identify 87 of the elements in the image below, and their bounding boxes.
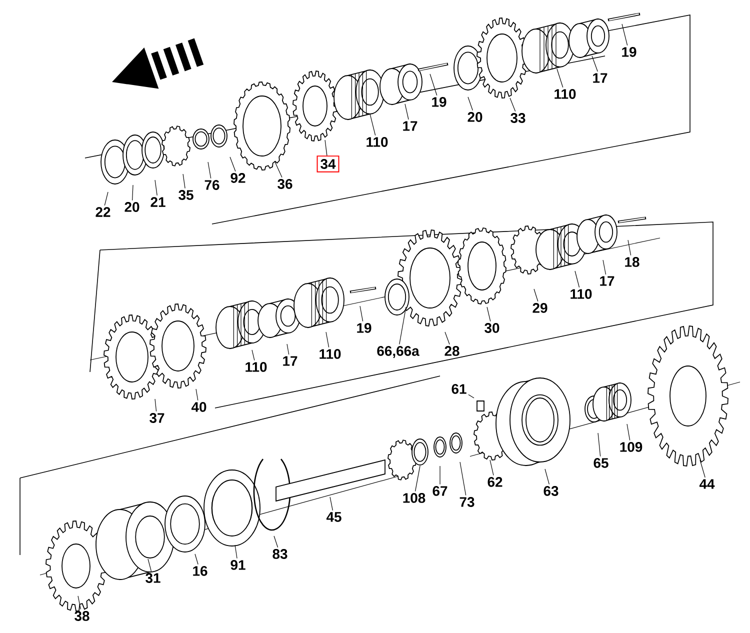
callout-number: 28 xyxy=(444,346,460,356)
callout-number: 110 xyxy=(570,289,592,299)
leader-line xyxy=(148,558,152,572)
leader-line xyxy=(154,180,158,196)
leader-line xyxy=(510,98,516,112)
callout-number: 29 xyxy=(532,303,548,313)
leader-line xyxy=(286,344,290,355)
leader-line xyxy=(230,156,236,172)
leader-line xyxy=(430,74,438,96)
callout-number: 108 xyxy=(403,493,426,503)
callout-number: 17 xyxy=(593,73,608,83)
callout-number: 62 xyxy=(488,477,502,487)
callout-number: 20 xyxy=(468,112,482,122)
leader-line xyxy=(324,140,328,156)
leader-line xyxy=(78,596,81,610)
callout-number: 61 xyxy=(452,384,466,394)
callout-number: 110 xyxy=(554,89,576,99)
callout-number: 33 xyxy=(510,113,526,123)
callout-number: 16 xyxy=(193,566,208,576)
callout-number: 110 xyxy=(320,349,341,359)
callout-number: 67 xyxy=(432,486,448,496)
leader-line xyxy=(104,192,108,206)
leader-line xyxy=(360,306,364,322)
leader-line xyxy=(574,270,580,288)
leader-line xyxy=(444,332,450,345)
leader-line xyxy=(274,162,282,178)
callout-number: 36 xyxy=(278,179,292,189)
leader-line xyxy=(602,260,606,275)
leader-line xyxy=(592,56,598,72)
leader-line xyxy=(598,432,601,457)
callout-number: 73 xyxy=(460,497,474,507)
leader-line xyxy=(252,350,255,361)
callout-number: 34 xyxy=(316,156,340,172)
callout-number: 109 xyxy=(620,442,642,452)
leader-line xyxy=(196,388,198,401)
leader-line xyxy=(399,306,406,345)
callout-number: 18 xyxy=(625,257,640,267)
callout-number: 17 xyxy=(600,276,614,286)
leader-line xyxy=(370,114,376,136)
callout-number: 19 xyxy=(432,97,446,107)
leader-line xyxy=(534,288,538,302)
callout-number: 35 xyxy=(178,190,194,200)
leader-line xyxy=(700,460,706,478)
callout-number: 30 xyxy=(484,323,500,333)
leader-line xyxy=(544,468,550,485)
callout-number: 22 xyxy=(96,207,110,217)
callout-number: 91 xyxy=(230,560,246,570)
leader-line xyxy=(556,68,564,88)
leader-line xyxy=(330,496,333,511)
callout-number: 110 xyxy=(366,137,388,147)
leader-line xyxy=(326,332,330,348)
leader-line xyxy=(628,240,632,256)
leader-line xyxy=(194,554,198,565)
leader-line xyxy=(468,394,474,398)
leader-line xyxy=(414,466,420,492)
leader-line xyxy=(490,460,494,476)
callout-number: 19 xyxy=(357,323,372,333)
callout-number: 92 xyxy=(230,173,246,183)
callout-number: 45 xyxy=(326,512,342,522)
callout-number: 21 xyxy=(150,197,166,207)
leader-line xyxy=(208,162,212,179)
callout-number: 19 xyxy=(622,47,636,57)
leader-line xyxy=(622,24,628,46)
callout-number: 40 xyxy=(191,402,206,412)
callout-number: 76 xyxy=(204,180,220,190)
leader-line xyxy=(486,306,491,322)
leader-line xyxy=(274,536,278,548)
callout-number: 110 xyxy=(246,362,267,372)
callout-number: 17 xyxy=(403,121,418,131)
callout-number: 20 xyxy=(124,202,140,212)
leader-line xyxy=(154,398,157,412)
leader-line xyxy=(468,96,473,111)
leader-line xyxy=(234,544,238,559)
callout-number: 31 xyxy=(146,573,160,583)
leader-line xyxy=(404,104,409,120)
callout-number: 37 xyxy=(150,413,164,423)
callout-number: 17 xyxy=(283,356,298,366)
callout-number: 83 xyxy=(272,549,288,559)
callout-number: 65 xyxy=(594,458,608,468)
callout-number: 63 xyxy=(544,486,558,496)
leader-line xyxy=(132,184,134,201)
leader-line xyxy=(626,424,630,441)
callout-number: 66,66a xyxy=(377,346,420,358)
leader-line xyxy=(460,462,466,496)
callout-number: 38 xyxy=(74,611,90,621)
leader-line xyxy=(182,174,186,189)
callout-number: 44 xyxy=(699,479,715,489)
